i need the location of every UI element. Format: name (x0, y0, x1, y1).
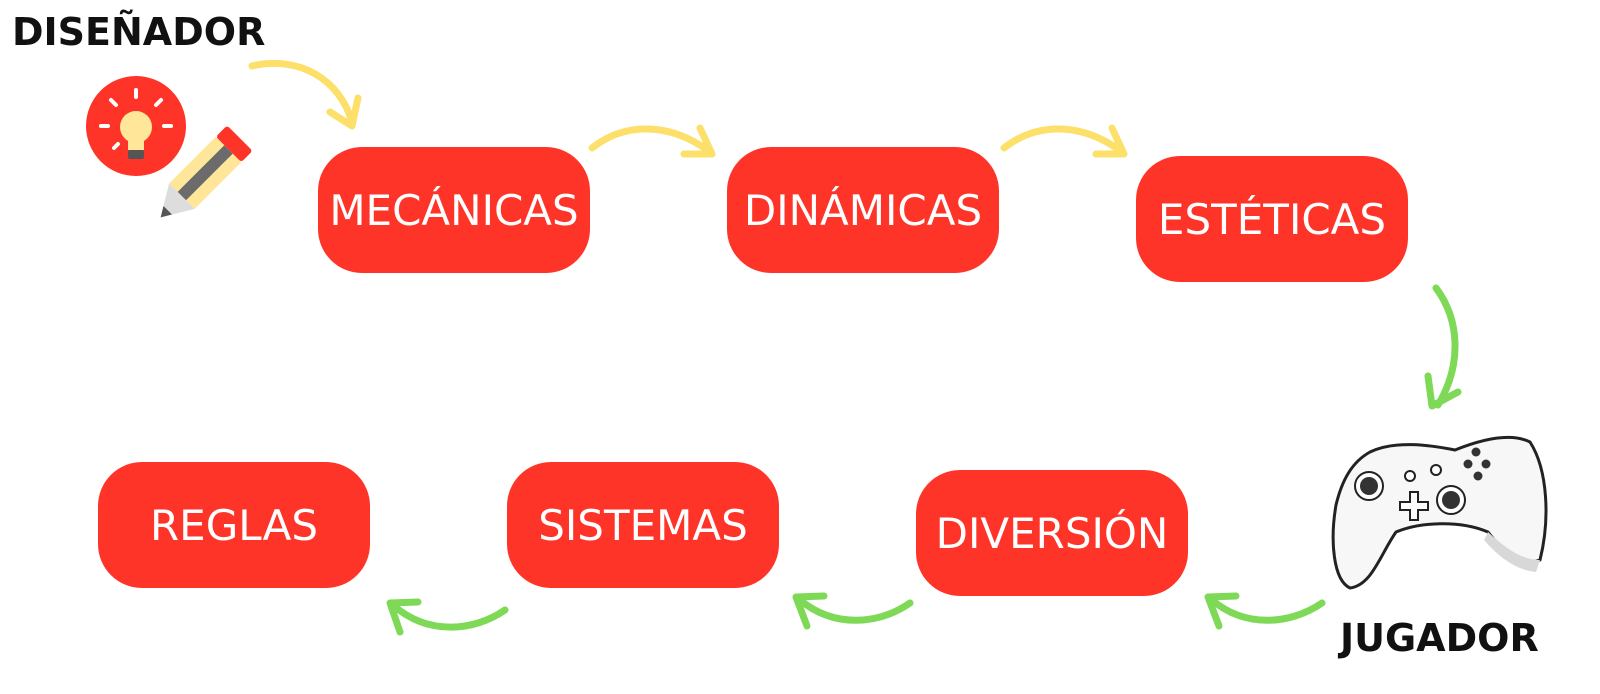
player-label: JUGADOR (1340, 616, 1539, 660)
arrow-diversion-to-sistemas (792, 592, 914, 630)
step-mecanicas: MECÁNICAS (318, 147, 590, 273)
arrow-sistemas-to-reglas (386, 598, 509, 636)
arrow-mecanicas-to-dinamicas (588, 124, 716, 158)
arrow-esteticas-to-jugador (1424, 284, 1462, 410)
arrow-dinamicas-to-esteticas (1000, 124, 1128, 158)
lightbulb-pencil-icon (86, 76, 259, 224)
step-reglas: REGLAS (98, 462, 370, 588)
step-esteticas: ESTÉTICAS (1136, 156, 1408, 282)
arrow-designer-to-mecanicas (248, 59, 362, 130)
step-diversion: DIVERSIÓN (916, 470, 1188, 596)
step-sistemas: SISTEMAS (507, 462, 779, 588)
step-dinamicas: DINÁMICAS (727, 147, 999, 273)
arrow-jugador-to-diversion (1204, 592, 1326, 630)
designer-label: DISEÑADOR (12, 10, 266, 54)
